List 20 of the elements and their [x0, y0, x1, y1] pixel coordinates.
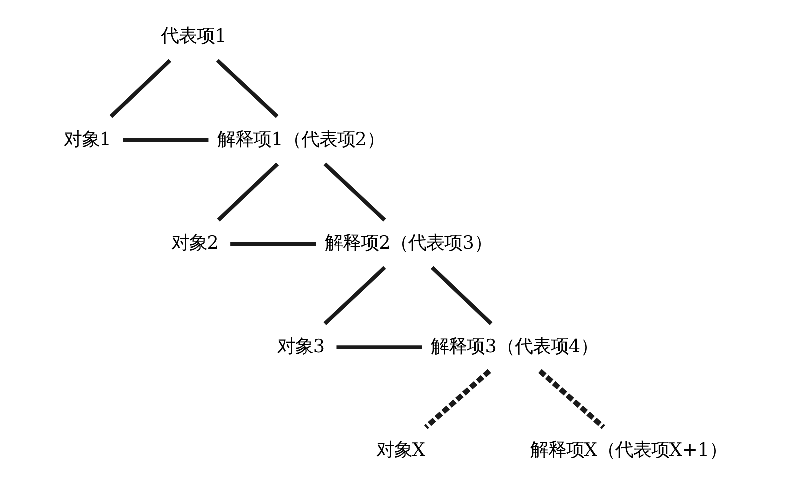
node-text: 解释项3（代表项4） [430, 336, 598, 358]
connector [216, 162, 279, 222]
connector [109, 59, 172, 118]
node-text: 对象X [376, 440, 425, 461]
node-text: 代表项1 [160, 26, 226, 47]
connector [538, 369, 605, 430]
connector [424, 369, 491, 430]
node-text: 解释项1（代表项2） [217, 129, 384, 150]
connector [336, 346, 422, 350]
node-text: 对象2 [170, 232, 218, 254]
connector [323, 266, 386, 326]
connector [230, 242, 316, 246]
node-text: 对象1 [63, 129, 111, 150]
node-text: 解释项X（代表项X+1） [530, 440, 727, 461]
connector [323, 162, 386, 222]
connector [430, 266, 492, 326]
connector [216, 59, 278, 118]
node-text: 解释项2（代表项3） [324, 232, 492, 254]
node-text: 对象3 [276, 336, 325, 358]
connector [122, 138, 208, 142]
